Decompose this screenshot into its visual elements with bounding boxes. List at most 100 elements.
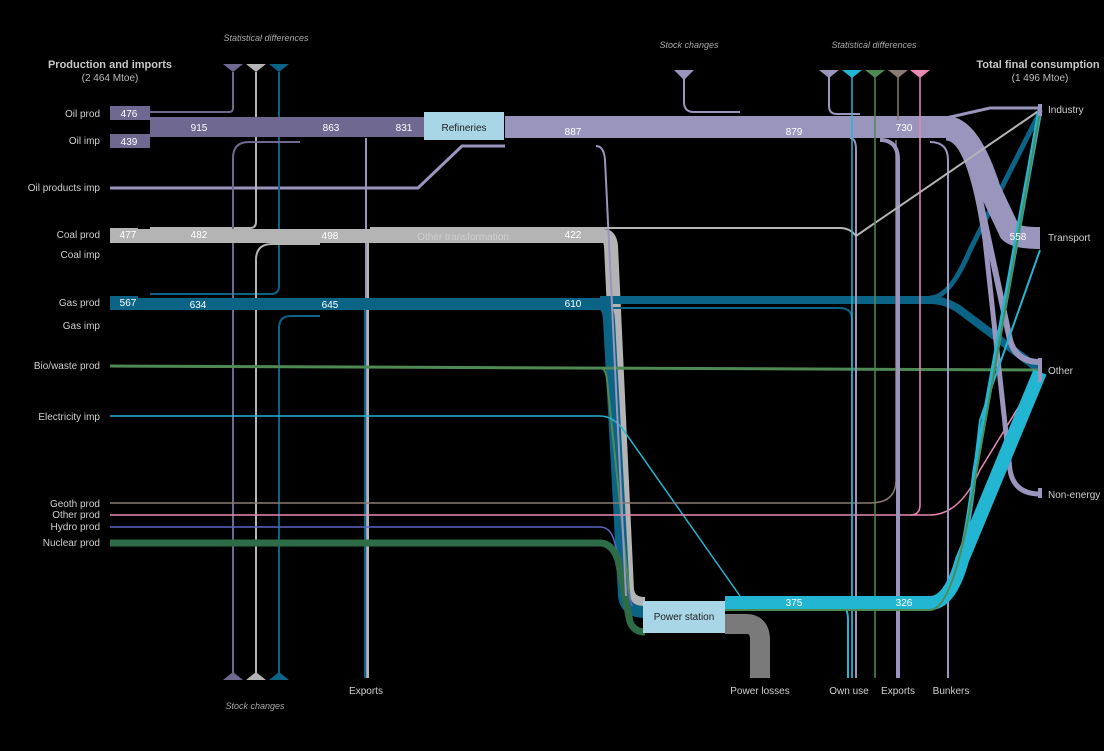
source-hydro-prod: Hydro prod xyxy=(51,522,100,533)
value-coal-total: 482 xyxy=(191,230,208,241)
stock-left-gas-triangle-icon xyxy=(269,672,289,680)
transport-box xyxy=(1034,227,1040,248)
left-total: (2 464 Mtoe) xyxy=(82,73,139,84)
stat-diff-right-label: Statistical differences xyxy=(831,40,917,50)
flow-gas-industry xyxy=(929,110,1043,301)
stock-left-oil-triangle-icon xyxy=(223,672,243,680)
source-oil-imp: Oil imp xyxy=(69,136,101,147)
value-gas-prod: 567 xyxy=(120,298,137,309)
coal-prod-box xyxy=(110,228,138,242)
flow-power-losses xyxy=(725,614,770,678)
value-oil-imp: 439 xyxy=(121,137,138,148)
source-nuclear-prod: Nuclear prod xyxy=(43,538,100,549)
stat-diff-left-gas-triangle-icon xyxy=(269,64,289,72)
flow-refined-exports xyxy=(879,138,900,678)
source-oil-products-imp: Oil products imp xyxy=(28,183,101,194)
stat-diff-right-3-triangle-icon xyxy=(865,70,885,78)
flow-coal-main xyxy=(110,229,646,611)
flow-oil-to-power xyxy=(595,145,627,597)
sink-transport: Transport xyxy=(1048,233,1091,244)
flow-other-prod xyxy=(110,371,1041,516)
value-elec-final: 326 xyxy=(896,598,913,609)
flow-stock-gas xyxy=(278,315,320,678)
flow-stat-diff-right-5 xyxy=(909,76,921,516)
flow-nuclear xyxy=(110,539,646,636)
value-gas-to-power: 610 xyxy=(565,299,582,310)
flow-bio xyxy=(109,364,1041,372)
flow-refined-bunkers xyxy=(929,141,949,678)
flow-refined-industry xyxy=(945,106,1040,120)
value-oil-total: 915 xyxy=(191,123,208,134)
flow-stock-oil xyxy=(232,141,300,678)
value-elec-out: 375 xyxy=(786,598,803,609)
left-heading: Production and imports xyxy=(48,59,172,71)
flow-refined-non-energy xyxy=(945,135,1041,497)
value-coal-prod: 477 xyxy=(120,230,137,241)
source-geoth-prod: Geoth prod xyxy=(50,499,100,510)
stock-changes-bottom-label: Stock changes xyxy=(225,701,285,711)
source-value-boxes xyxy=(110,106,1040,310)
stock-changes-top-label: Stock changes xyxy=(659,40,719,50)
flow-stock-changes-top xyxy=(683,78,740,113)
flow-coal-final xyxy=(370,109,1041,238)
sink-markers xyxy=(1038,104,1042,498)
flow-stat-diff-right-1 xyxy=(828,76,860,115)
stat-diff-right-5-triangle-icon xyxy=(910,70,930,78)
stat-diff-left-label: Statistical differences xyxy=(223,33,309,43)
value-refinery-in: 831 xyxy=(396,123,413,134)
sink-bunkers: Bunkers xyxy=(933,686,970,697)
sink-own-use: Own use xyxy=(829,686,869,697)
sink-industry: Industry xyxy=(1048,105,1084,116)
source-bio-prod: Bio/waste prod xyxy=(34,361,100,372)
flow-stat-diff-oil xyxy=(150,72,234,113)
flow-layer xyxy=(109,72,1047,678)
right-heading: Total final consumption xyxy=(976,59,1100,71)
value-coal-other-transf: 422 xyxy=(565,230,582,241)
value-transport: 558 xyxy=(1010,232,1027,243)
power-station-label: Power station xyxy=(654,612,715,623)
refineries-label: Refineries xyxy=(441,123,486,134)
sink-exports-left: Exports xyxy=(349,686,383,697)
value-oil-products-final: 730 xyxy=(896,123,913,134)
flow-oil-products-imp xyxy=(110,144,505,190)
value-gas-after: 645 xyxy=(322,300,339,311)
oil-imp-box xyxy=(110,134,150,148)
sink-exports: Exports xyxy=(881,686,915,697)
refineries-node xyxy=(424,112,504,140)
value-oil-products-mid: 879 xyxy=(786,127,803,138)
flow-gas-to-power xyxy=(110,298,646,618)
stock-top-triangle-icon xyxy=(674,70,694,80)
source-gas-imp: Gas imp xyxy=(63,321,101,332)
flow-stock-coal xyxy=(255,243,320,678)
other-transformation-label: Other transformation xyxy=(417,232,509,243)
flow-stat-diff-gas xyxy=(150,72,280,295)
value-coal-after: 498 xyxy=(322,231,339,242)
stat-diff-left-oil-triangle-icon xyxy=(223,64,243,72)
right-total: (1 496 Mtoe) xyxy=(1012,73,1069,84)
value-oil-prod: 476 xyxy=(121,109,138,120)
power-station-node xyxy=(643,601,725,633)
stat-diff-right-2-triangle-icon xyxy=(842,70,862,78)
flow-hydro xyxy=(110,526,633,607)
source-gas-prod: Gas prod xyxy=(59,298,100,309)
oil-prod-box xyxy=(110,106,150,120)
sink-power-losses: Power losses xyxy=(730,686,789,697)
sink-non-energy: Non-energy xyxy=(1048,490,1100,501)
flow-stat-diff-coal xyxy=(150,72,257,229)
flow-bio-power xyxy=(599,367,631,601)
value-refinery-out: 887 xyxy=(565,127,582,138)
triangle-markers xyxy=(223,64,930,680)
stat-diff-left-coal-triangle-icon xyxy=(246,64,266,72)
other-marker xyxy=(1038,358,1042,382)
value-oil-after-exports: 863 xyxy=(323,123,340,134)
non-energy-marker xyxy=(1038,488,1042,498)
flow-heat-green xyxy=(725,111,1041,611)
source-coal-prod: Coal prod xyxy=(57,230,100,241)
stock-left-coal-triangle-icon xyxy=(246,672,266,680)
source-other-prod: Other prod xyxy=(52,510,100,521)
flow-elec-imp xyxy=(110,415,741,597)
source-elec-imp: Electricity imp xyxy=(38,412,100,423)
industry-marker xyxy=(1038,104,1042,116)
stat-diff-right-1-triangle-icon xyxy=(819,70,839,78)
